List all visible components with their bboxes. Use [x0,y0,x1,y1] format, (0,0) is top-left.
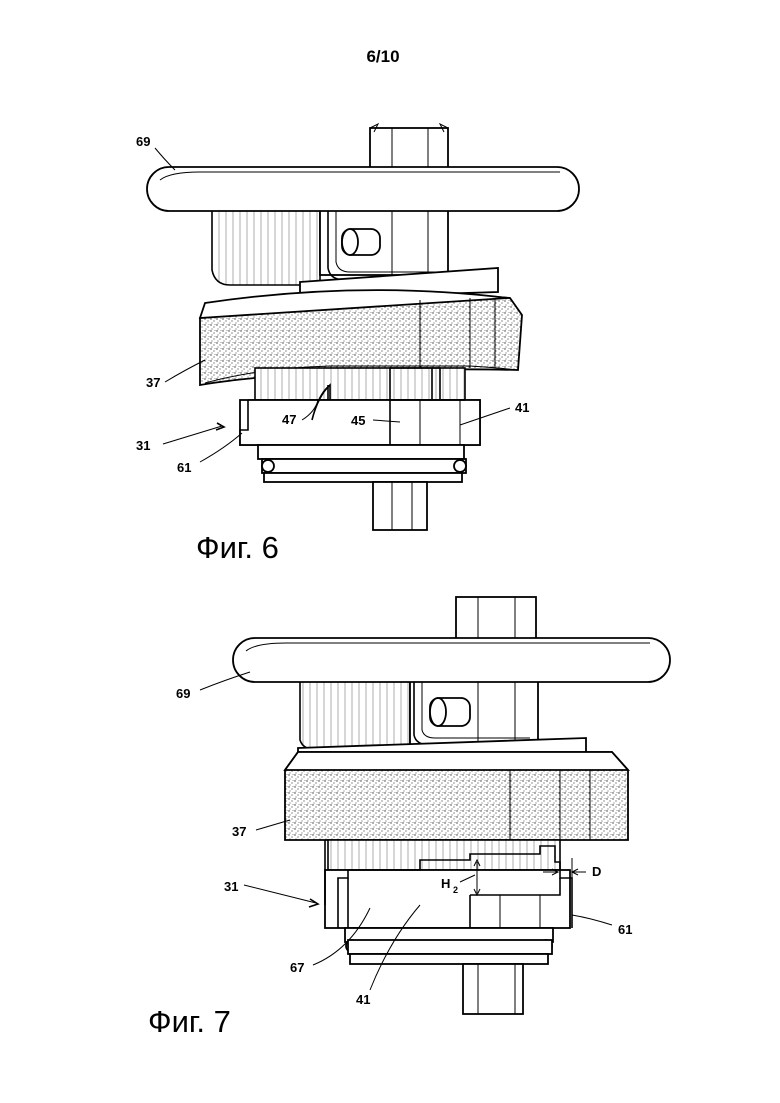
fig7-ring-37 [285,752,628,840]
fig7-hub [298,680,586,760]
fig6-body-41 [240,368,480,445]
fig7-label-67: 67 [290,960,304,975]
fig6-base [258,445,466,530]
fig7-label-61: 61 [618,922,632,937]
fig7-label-D: D [592,864,601,879]
fig6-label-45: 45 [351,413,365,428]
fig6-label-61: 61 [177,460,191,475]
fig7-label-31: 31 [224,879,238,894]
fig7-body-41 [325,840,586,928]
fig7-label-37: 37 [232,824,246,839]
fig7-caption: Фиг. 7 [148,1004,231,1039]
fig7-label-H: H [441,876,450,891]
fig6-label-47: 47 [282,412,296,427]
fig7-label-41: 41 [356,992,370,1007]
figure-6: 69 37 47 45 41 31 61 Фиг. 6 [136,124,579,565]
figure-7: 69 37 31 H 2 D 61 67 41 Фиг. 7 [148,597,670,1039]
fig7-label-69: 69 [176,686,190,701]
page-number: 6/10 [366,47,399,66]
fig7-base [345,928,553,1014]
fig6-label-69: 69 [136,134,150,149]
fig7-label-H-subscript: 2 [453,885,458,895]
fig6-caption: Фиг. 6 [196,530,279,565]
fig6-handle [147,167,579,211]
fig6-hub [212,205,498,298]
fig6-label-41: 41 [515,400,529,415]
fig7-handle [233,638,670,682]
fig6-label-37: 37 [146,375,160,390]
fig6-label-31: 31 [136,438,150,453]
fig7-shaft [456,597,536,641]
